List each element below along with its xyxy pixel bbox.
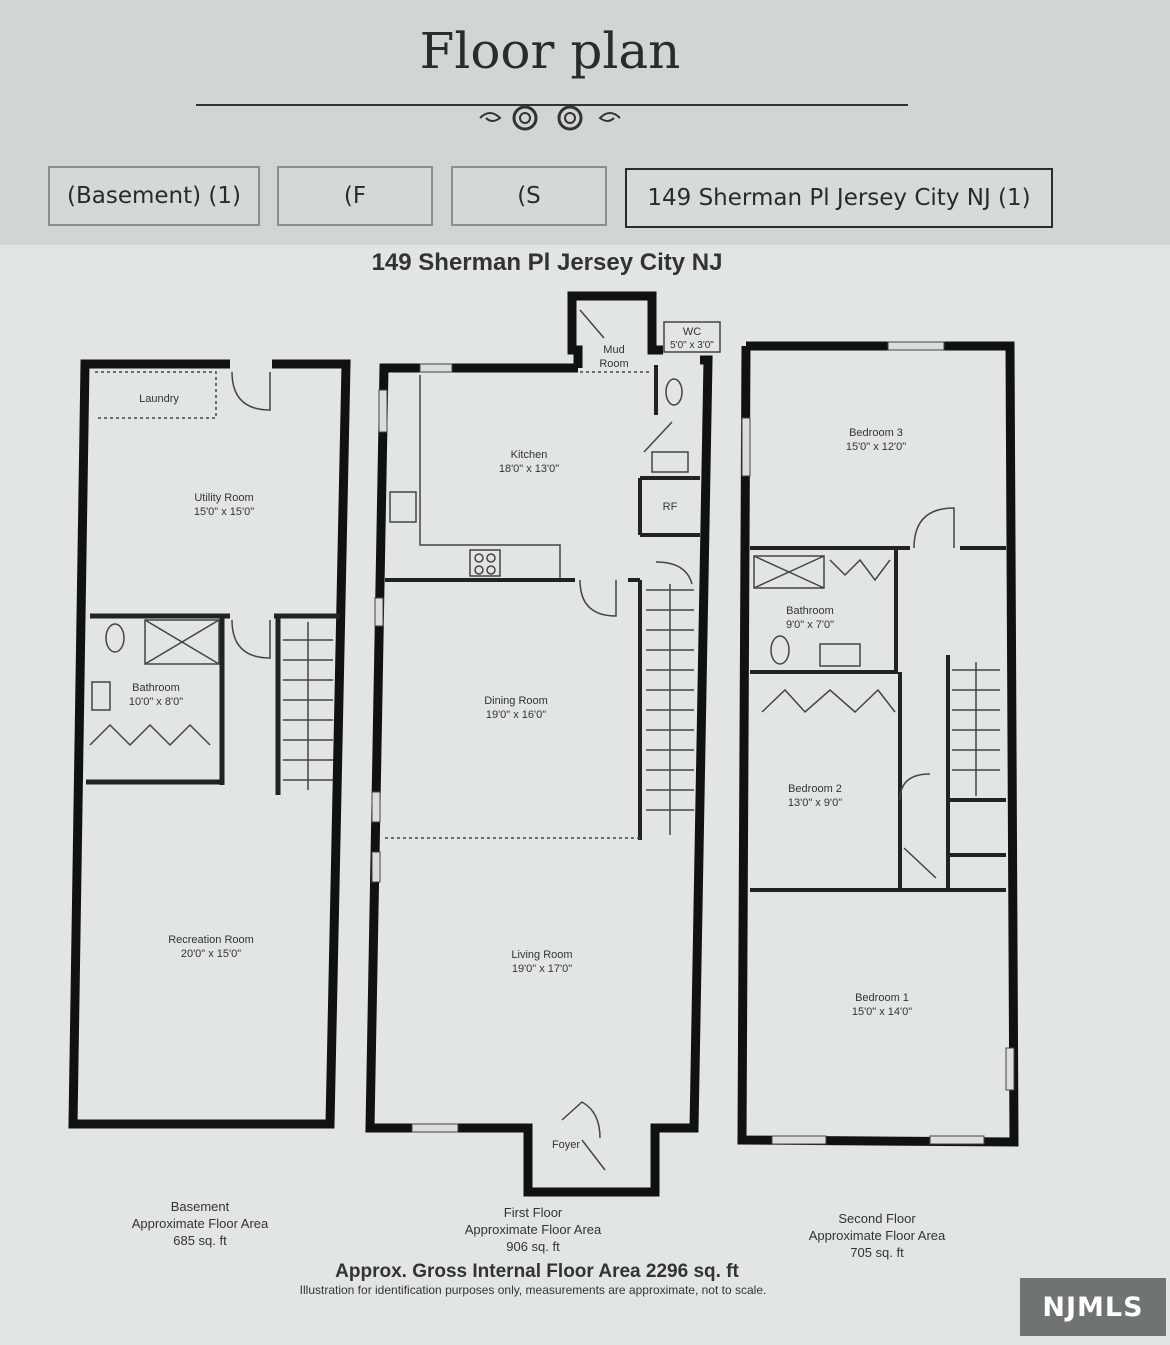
room-dims-bedroom-3: 15'0" x 12'0"	[846, 441, 906, 453]
njmls-watermark: NJMLS	[1020, 1278, 1166, 1336]
room-label-dining: Dining Room	[484, 695, 548, 707]
room-label-utility: Utility Room	[194, 492, 253, 504]
plan-heading: 149 Sherman Pl Jersey City NJ	[372, 249, 723, 276]
caption-first-2: Approximate Floor Area	[465, 1222, 602, 1237]
caption-second-3: 705 sq. ft	[850, 1245, 904, 1260]
room-dims-bedroom-1: 15'0" x 14'0"	[852, 1006, 912, 1018]
title-divider	[196, 104, 908, 106]
caption-first-3: 906 sq. ft	[506, 1239, 560, 1254]
caption-second-1: Second Floor	[838, 1211, 916, 1226]
page-title: Floor plan	[419, 22, 681, 80]
room-dims-dining: 19'0" x 16'0"	[486, 709, 546, 721]
room-dims-recreation: 20'0" x 15'0"	[181, 948, 241, 960]
room-dims-wc: 5'0" x 3'0"	[670, 340, 714, 351]
room-dims-bathroom-basement: 10'0" x 8'0"	[129, 696, 183, 708]
room-dims-bedroom-2: 13'0" x 9'0"	[788, 797, 842, 809]
room-label-mud-2: Room	[599, 358, 628, 370]
caption-basement-2: Approximate Floor Area	[132, 1216, 269, 1231]
room-dims-kitchen: 18'0" x 13'0"	[499, 463, 559, 475]
room-label-recreation: Recreation Room	[168, 934, 254, 946]
room-label-laundry: Laundry	[139, 393, 179, 405]
floor-plan-drawing: 149 Sherman Pl Jersey City NJ Laundry Ut…	[68, 249, 1019, 1297]
room-label-mud: Mud	[603, 344, 624, 356]
room-label-foyer: Foyer	[552, 1139, 580, 1151]
room-label-bedroom-3: Bedroom 3	[849, 427, 903, 439]
room-label-bedroom-1: Bedroom 1	[855, 992, 909, 1004]
tab-basement[interactable]: (Basement) (1)	[48, 166, 260, 226]
room-label-bathroom-basement: Bathroom	[132, 682, 180, 694]
tab-second-floor[interactable]: (S	[451, 166, 607, 226]
ornament-icon	[479, 105, 621, 131]
room-dims-utility: 15'0" x 15'0"	[194, 506, 254, 518]
room-label-bathroom-2: Bathroom	[786, 605, 834, 617]
tab-first-floor[interactable]: (F	[277, 166, 433, 226]
caption-first-1: First Floor	[504, 1205, 563, 1220]
room-label-wc: WC	[683, 326, 701, 338]
gross-area: Approx. Gross Internal Floor Area 2296 s…	[335, 1261, 739, 1282]
caption-basement-1: Basement	[171, 1199, 230, 1214]
floor-plan-image	[0, 245, 1170, 1345]
room-dims-living: 19'0" x 17'0"	[512, 963, 572, 975]
room-label-bedroom-2: Bedroom 2	[788, 783, 842, 795]
disclaimer: Illustration for identification purposes…	[300, 1283, 767, 1297]
tab-full-plan[interactable]: 149 Sherman Pl Jersey City NJ (1)	[625, 168, 1053, 228]
room-label-kitchen: Kitchen	[511, 449, 548, 461]
room-label-rf: RF	[663, 501, 678, 513]
caption-second-2: Approximate Floor Area	[809, 1228, 946, 1243]
room-label-living: Living Room	[511, 949, 572, 961]
caption-basement-3: 685 sq. ft	[173, 1233, 227, 1248]
room-dims-bathroom-2: 9'0" x 7'0"	[786, 619, 834, 631]
